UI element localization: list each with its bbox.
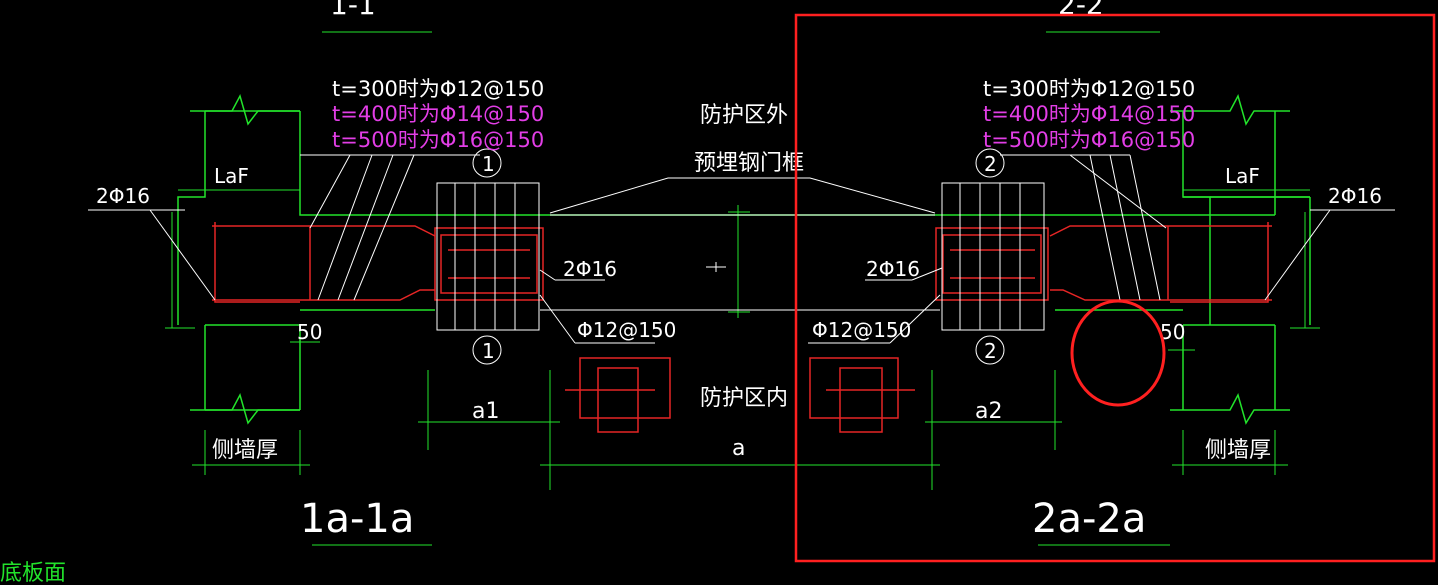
dimension-lines (165, 189, 1320, 490)
notes-left: t=300时为Φ12@150 t=400时为Φ14@150 t=500时为Φ16… (332, 77, 544, 152)
detail-block-left (565, 357, 671, 433)
svg-text:2-2: 2-2 (1058, 0, 1104, 21)
dim-a1-label: a1 (472, 399, 499, 424)
dim-50-left-label: 50 (297, 320, 322, 344)
dim-a2-label: a2 (975, 399, 1002, 424)
note-right-500: t=500时为Φ16@150 (983, 128, 1195, 152)
dim-a-label: a (732, 436, 745, 461)
detail-block-right (809, 357, 915, 433)
bubble-1-top: 1 (472, 148, 502, 178)
section-title-bottom-left: 1a-1a (300, 496, 432, 546)
corner-label: 底板面 (0, 561, 66, 585)
svg-text:1-1: 1-1 (330, 0, 376, 21)
laf-left-label: LaF (214, 164, 249, 188)
note-left-500: t=500时为Φ16@150 (332, 128, 544, 152)
bar-mid-right-label: 2Φ16 (866, 257, 920, 281)
svg-text:1: 1 (482, 339, 495, 363)
wall-thickness-left-label: 侧墙厚 (212, 438, 278, 463)
svg-text:1a-1a: 1a-1a (300, 496, 414, 542)
dim-50-right-label: 50 (1160, 320, 1185, 344)
rebar-right (935, 222, 1272, 303)
bubble-2-top: 2 (975, 148, 1005, 178)
note-right-400: t=400时为Φ14@150 (983, 102, 1195, 126)
wall-thickness-right-label: 侧墙厚 (1205, 438, 1271, 463)
highlight-rectangle (794, 13, 1436, 563)
section-title-bottom-right: 2a-2a (1032, 496, 1170, 546)
notes-right: t=300时为Φ12@150 t=400时为Φ14@150 t=500时为Φ16… (983, 77, 1195, 152)
note-left-400: t=400时为Φ14@150 (332, 102, 544, 126)
stirrup-left-label: Φ12@150 (577, 318, 676, 342)
bubble-1-bottom: 1 (472, 335, 502, 365)
svg-text:2: 2 (984, 152, 997, 176)
bar-right-label: 2Φ16 (1328, 184, 1382, 208)
note-left-300: t=300时为Φ12@150 (332, 77, 544, 101)
svg-text:2a-2a: 2a-2a (1032, 496, 1146, 542)
bar-mid-left-label: 2Φ16 (563, 257, 617, 281)
laf-right-label: LaF (1225, 164, 1260, 188)
note-right-300: t=300时为Φ12@150 (983, 77, 1195, 101)
steel-frame-right (941, 182, 1045, 331)
embedded-frame-label: 预埋钢门框 (694, 151, 804, 176)
bar-left-label: 2Φ16 (96, 184, 150, 208)
outside-zone-label: 防护区外 (700, 103, 788, 128)
svg-text:1: 1 (482, 152, 495, 176)
steel-frame-left (436, 182, 540, 331)
leader-lines (88, 154, 1395, 344)
stirrup-right-label: Φ12@150 (812, 318, 911, 342)
section-title-top-left: 1-1 (322, 0, 432, 33)
svg-text:2: 2 (984, 339, 997, 363)
inside-zone-label: 防护区内 (700, 386, 788, 411)
highlight-circle (1070, 299, 1166, 407)
door-opening (540, 177, 940, 311)
bubble-2-bottom: 2 (975, 335, 1005, 365)
rebar-left (212, 222, 544, 303)
